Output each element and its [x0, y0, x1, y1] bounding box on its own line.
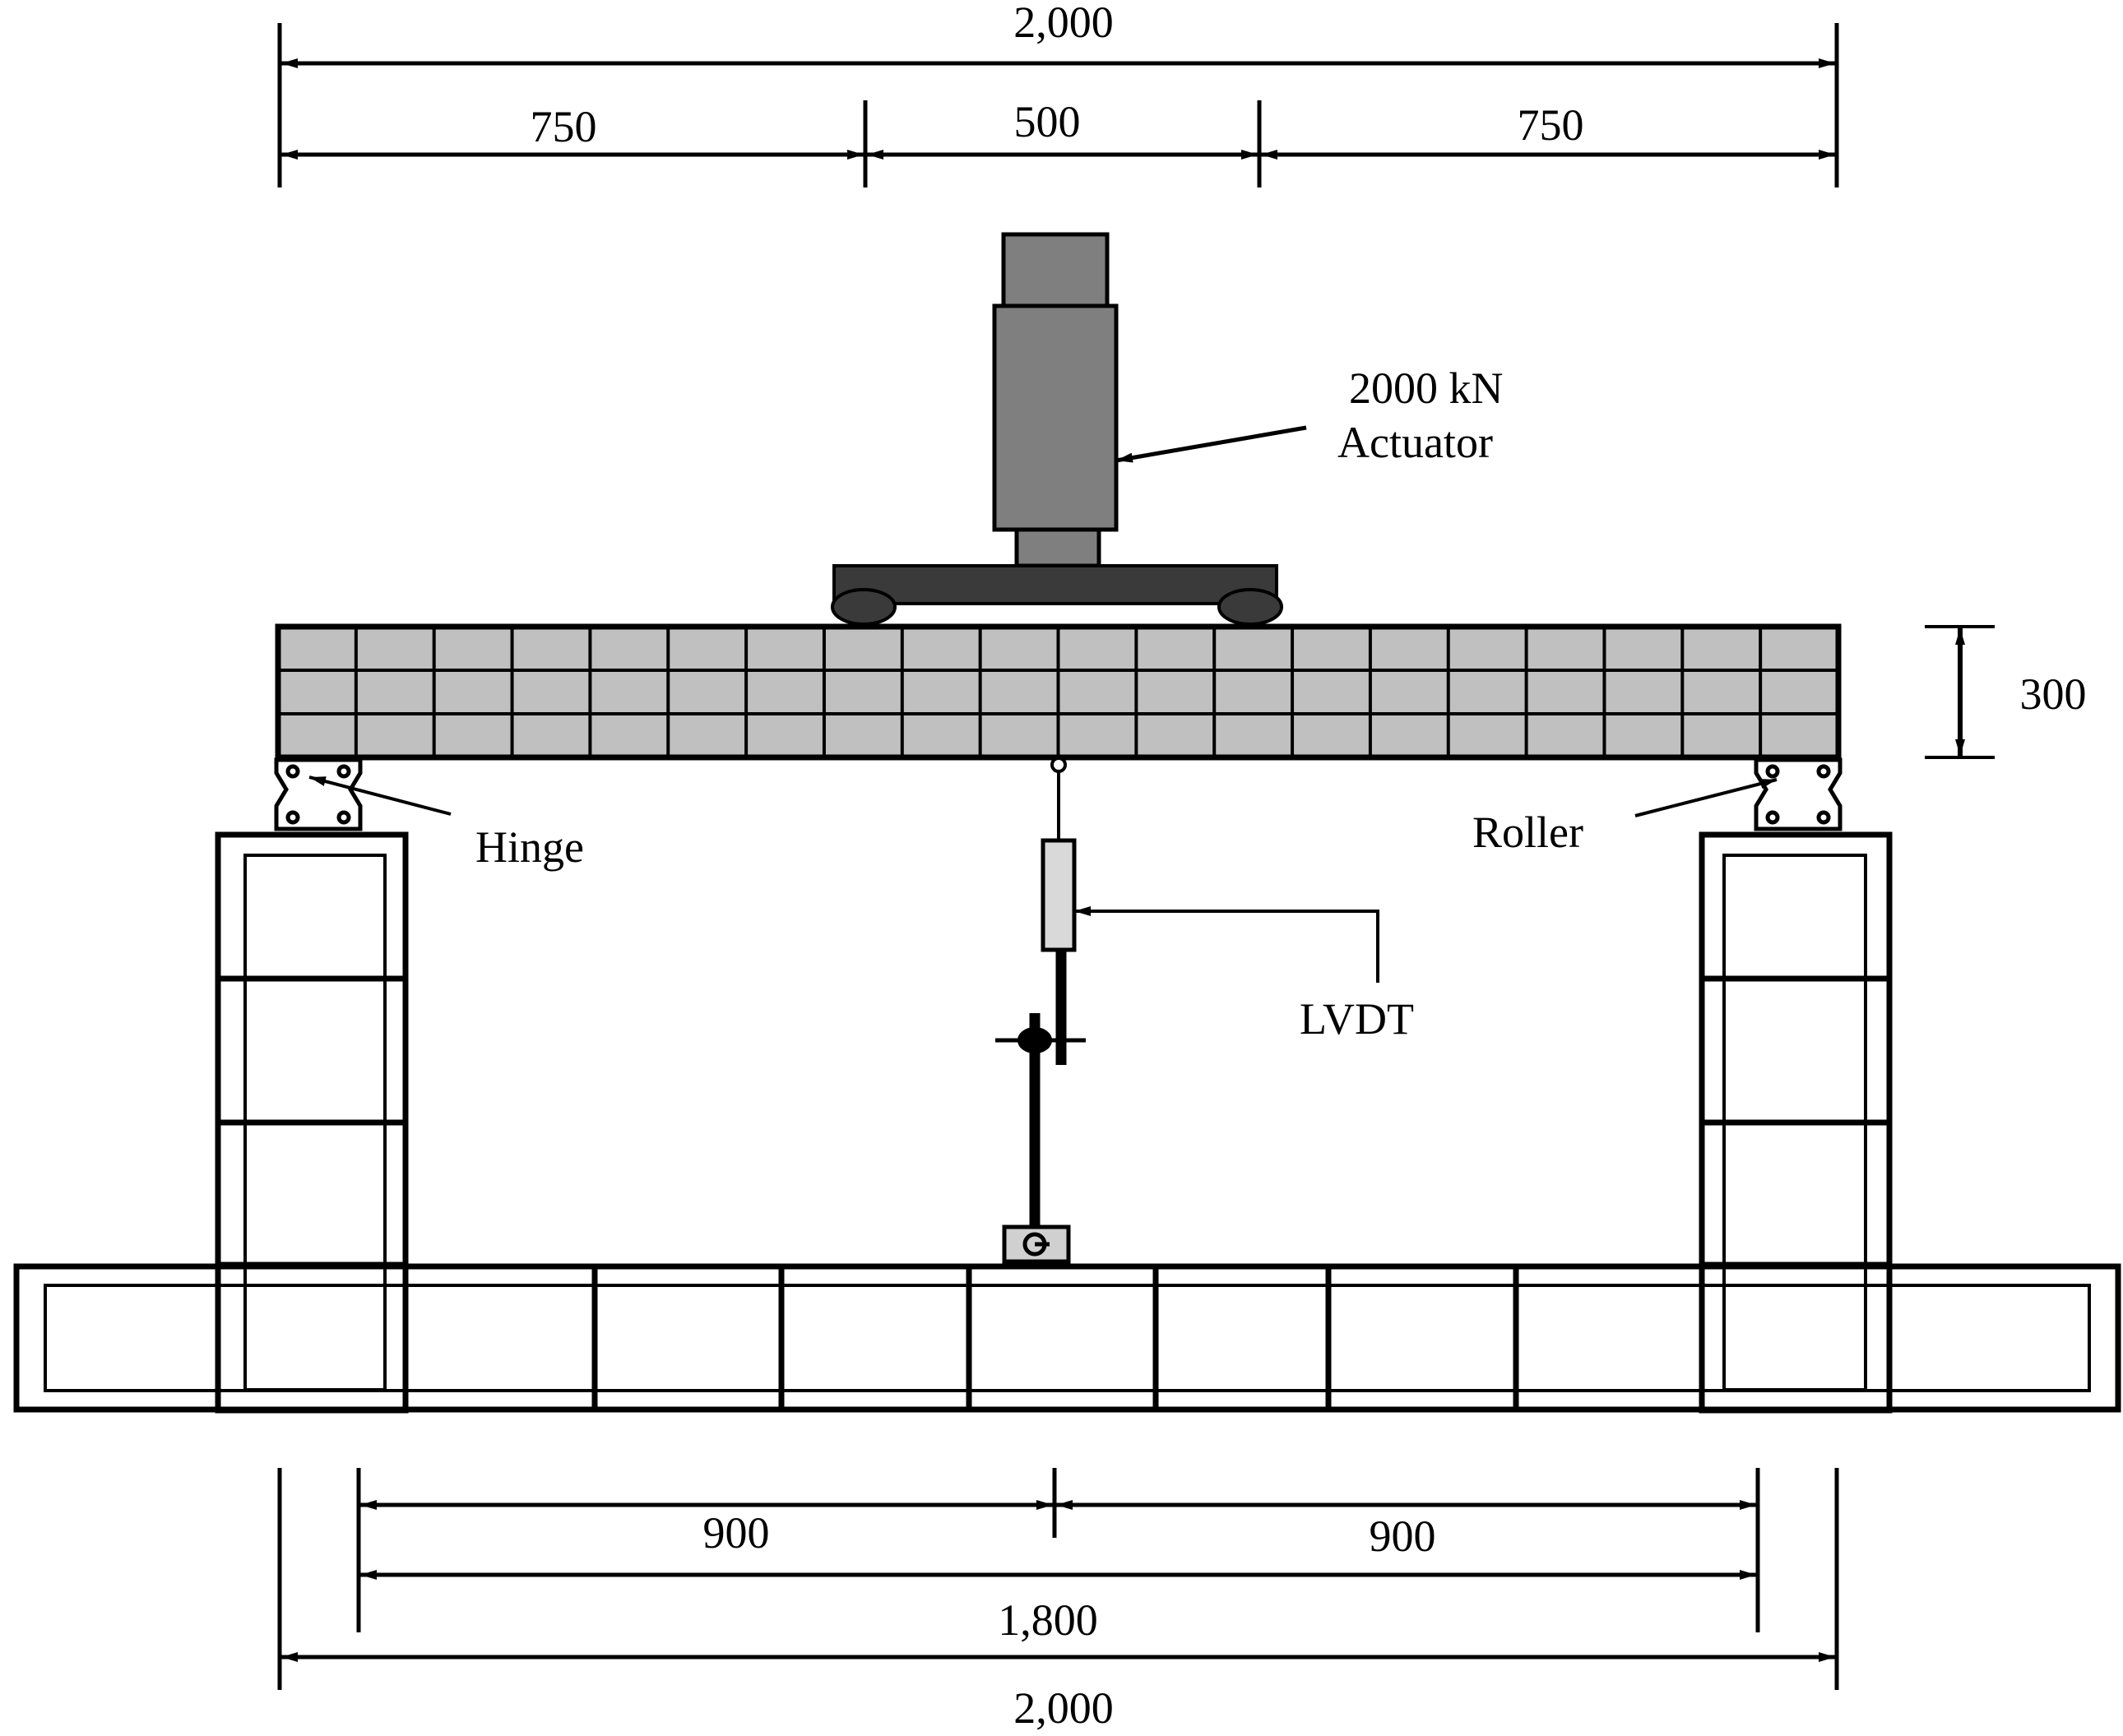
beam-depth-text: 300 [2020, 669, 2087, 719]
lvdt-pointer-arrow [1074, 906, 1379, 983]
hinge-bolt [285, 764, 300, 779]
beam-depth-dimension [1925, 625, 1995, 759]
lvdt-attachment-ring [1050, 757, 1067, 773]
top-middle-span-dimension-text: 500 [1014, 97, 1081, 146]
lvdt-body [1041, 838, 1077, 952]
load-point-right [1217, 588, 1283, 626]
actuator-name-label: Actuator [1337, 418, 1493, 467]
roller-bolt [1765, 764, 1780, 779]
bottom-clear-span-dimension-text: 1,800 [998, 1595, 1098, 1645]
actuator-top-cylinder [1001, 232, 1110, 311]
actuator-piston [1014, 527, 1101, 568]
hinge-bolt [336, 764, 351, 779]
top-right-span-dimension-text: 750 [1518, 100, 1584, 150]
actuator [992, 232, 1119, 568]
bottom-total-dimension-text: 2,000 [1013, 1683, 1114, 1733]
reaction-frame [13, 831, 2121, 1414]
top-dimensions [277, 23, 1839, 187]
bottom-left-half-dimension-text: 900 [703, 1508, 770, 1558]
load-point-left [831, 588, 897, 626]
lvdt-label: LVDT [1300, 994, 1414, 1044]
actuator-capacity-label: 2000 kN [1349, 363, 1504, 413]
lvdt-assembly [995, 757, 1086, 1264]
hinge-bolt [336, 810, 351, 825]
hinge-pointer-arrow [308, 775, 452, 816]
bottom-right-half-dimension-text: 900 [1370, 1511, 1436, 1561]
roller-bolt [1816, 810, 1831, 825]
beam-mesh-grid [278, 627, 1838, 757]
test-beam [275, 623, 1842, 761]
spreader-beam-plate [832, 564, 1278, 605]
bottom-dimensions [277, 1468, 1839, 1690]
hinge-bearing-block [274, 757, 363, 831]
base-beam-inner [44, 1284, 2091, 1392]
hinge-label: Hinge [475, 822, 584, 872]
base-beam-outer [13, 1263, 2121, 1413]
roller-support [1754, 757, 1843, 831]
actuator-main-body [992, 303, 1119, 532]
actuator-pointer-arrow [1115, 425, 1307, 463]
roller-bolt [1816, 764, 1831, 779]
roller-bolt [1765, 810, 1780, 825]
roller-label: Roller [1472, 808, 1583, 857]
hinge-bolt [285, 810, 300, 825]
top-total-dimension-text: 2,000 [1013, 0, 1114, 47]
hinge-support [274, 757, 363, 831]
roller-pointer-arrow [1634, 778, 1778, 817]
top-left-span-dimension-text: 750 [531, 102, 597, 151]
spreader-beam [831, 564, 1283, 626]
